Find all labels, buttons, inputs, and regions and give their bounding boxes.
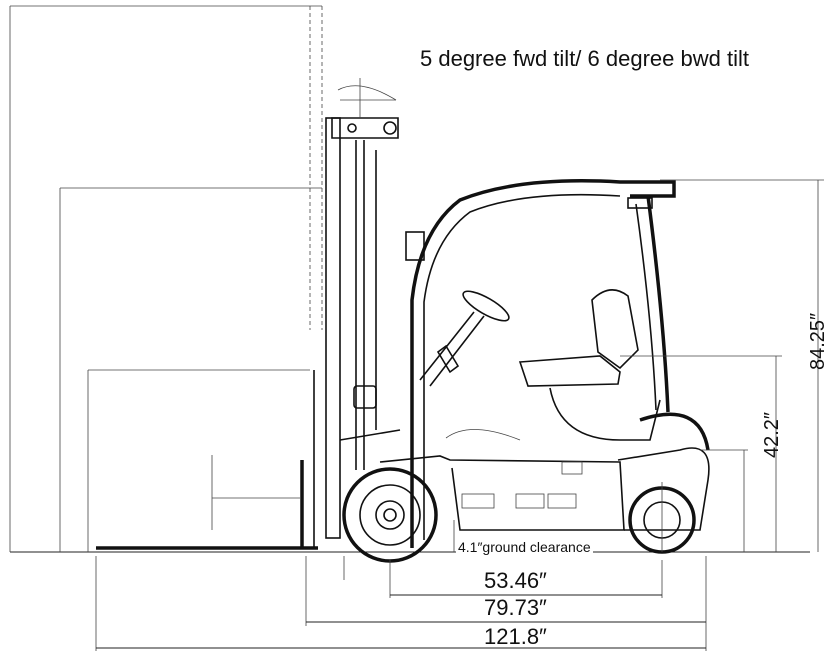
mast — [325, 78, 401, 539]
wheelbase-dimension-label: 53.46″ — [484, 568, 547, 593]
forks — [96, 370, 318, 550]
overhead-guard-height-label: 84.25″ — [807, 312, 824, 370]
chassis — [379, 412, 710, 531]
overhead-guard — [405, 179, 676, 548]
seat — [518, 289, 661, 441]
overall-length-label: 121.8″ — [484, 624, 547, 649]
steering — [419, 290, 510, 387]
tilt-specification-title: 5 degree fwd tilt/ 6 degree bwd tilt — [420, 46, 749, 71]
height-dimensions-right — [620, 179, 824, 552]
length-dimensions — [95, 520, 707, 651]
length-to-fork-face-label: 79.73″ — [484, 595, 547, 620]
lift-height-dimensions — [9, 5, 323, 552]
front-wheel — [342, 467, 438, 563]
seat-height-label: 42.2″ — [761, 411, 783, 458]
ground-clearance-label: 4.1″ground clearance — [456, 539, 593, 555]
